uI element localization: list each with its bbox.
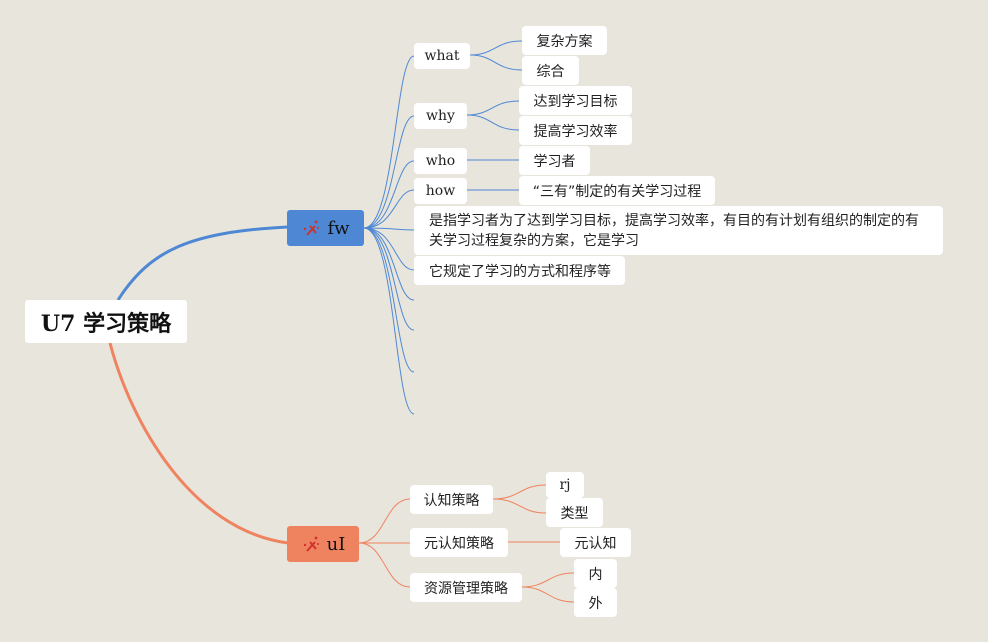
sparkle-icon	[303, 536, 319, 552]
topic-internal[interactable]: 内	[574, 559, 617, 588]
sparkle-icon	[304, 220, 320, 236]
topic-rule[interactable]: 它规定了学习的方式和程序等	[414, 256, 625, 285]
topic-metacognition[interactable]: 元认知	[560, 528, 631, 557]
subtopic-what[interactable]: what	[414, 43, 470, 69]
topic-complex-plan[interactable]: 复杂方案	[522, 26, 607, 55]
topic-external[interactable]: 外	[574, 588, 617, 617]
topic-reach-goal[interactable]: 达到学习目标	[519, 86, 632, 115]
subtopic-how[interactable]: how	[414, 178, 467, 204]
main-topic-fw[interactable]: fw	[287, 210, 364, 246]
topic-types[interactable]: 类型	[546, 498, 603, 527]
subtopic-metacognitive-strategy[interactable]: 元认知策略	[410, 528, 508, 557]
topic-comprehensive[interactable]: 综合	[522, 56, 579, 85]
main-topic-ui[interactable]: uI	[287, 526, 359, 562]
subtopic-resource-management[interactable]: 资源管理策略	[410, 573, 522, 602]
topic-rj[interactable]: rj	[546, 472, 584, 498]
subtopic-why[interactable]: why	[414, 103, 467, 129]
topic-definition[interactable]: 是指学习者为了达到学习目标，提高学习效率，有目的有计划有组织的制定的有关学习过程…	[414, 206, 943, 255]
topic-learner[interactable]: 学习者	[519, 146, 590, 175]
main-topic-label: uI	[326, 533, 346, 555]
subtopic-who[interactable]: who	[414, 148, 467, 174]
topic-three-have-process[interactable]: “三有”制定的有关学习过程	[519, 176, 715, 205]
topic-improve-efficiency[interactable]: 提高学习效率	[519, 116, 632, 145]
subtopic-cognitive-strategy[interactable]: 认知策略	[410, 485, 493, 514]
central-topic[interactable]: U7 学习策略	[25, 300, 187, 343]
main-topic-label: fw	[327, 217, 350, 239]
